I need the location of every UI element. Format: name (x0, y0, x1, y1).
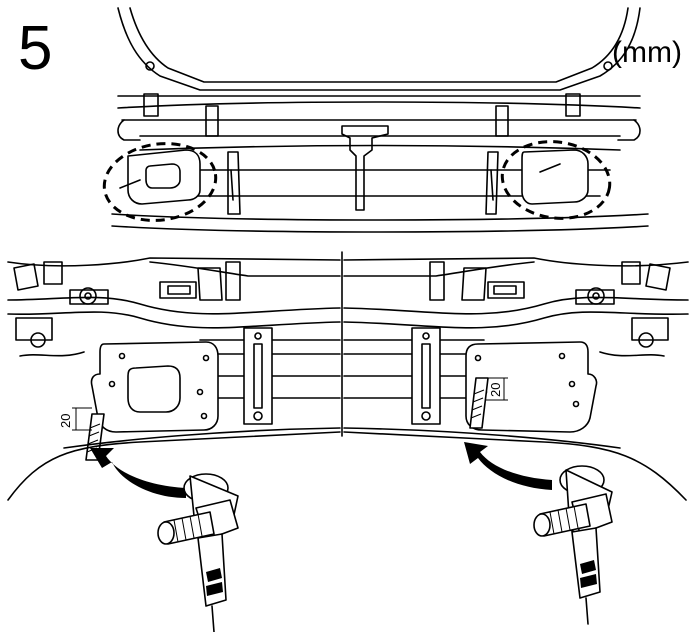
highlight-circle-left (102, 142, 218, 222)
mounting-plate-right (465, 341, 598, 433)
dimension-line-left (72, 407, 92, 431)
vertical-bracket-right (411, 327, 441, 425)
overview-view (102, 7, 649, 233)
right-mounting-plate (521, 149, 589, 205)
dimension-label-left: 20 (58, 414, 73, 428)
step-number: 5 (18, 14, 53, 83)
mounting-plate-left (90, 341, 219, 433)
arrow-right (464, 442, 552, 490)
vehicle-window-outline (117, 7, 641, 91)
vertical-bracket-left (243, 327, 273, 425)
angle-grinder-right (533, 465, 613, 625)
detail-view-left: 20 (7, 257, 341, 632)
dimension-label-right: 20 (488, 383, 503, 397)
unit-label: (mm) (612, 36, 682, 69)
arrow-left (90, 448, 186, 498)
center-bracket (341, 125, 389, 211)
highlight-circle-right (500, 140, 612, 220)
detail-view-right: 20 (343, 257, 689, 625)
left-mounting-plate (127, 149, 201, 205)
dimension-line-right (486, 377, 508, 401)
angle-grinder-left (157, 473, 239, 632)
